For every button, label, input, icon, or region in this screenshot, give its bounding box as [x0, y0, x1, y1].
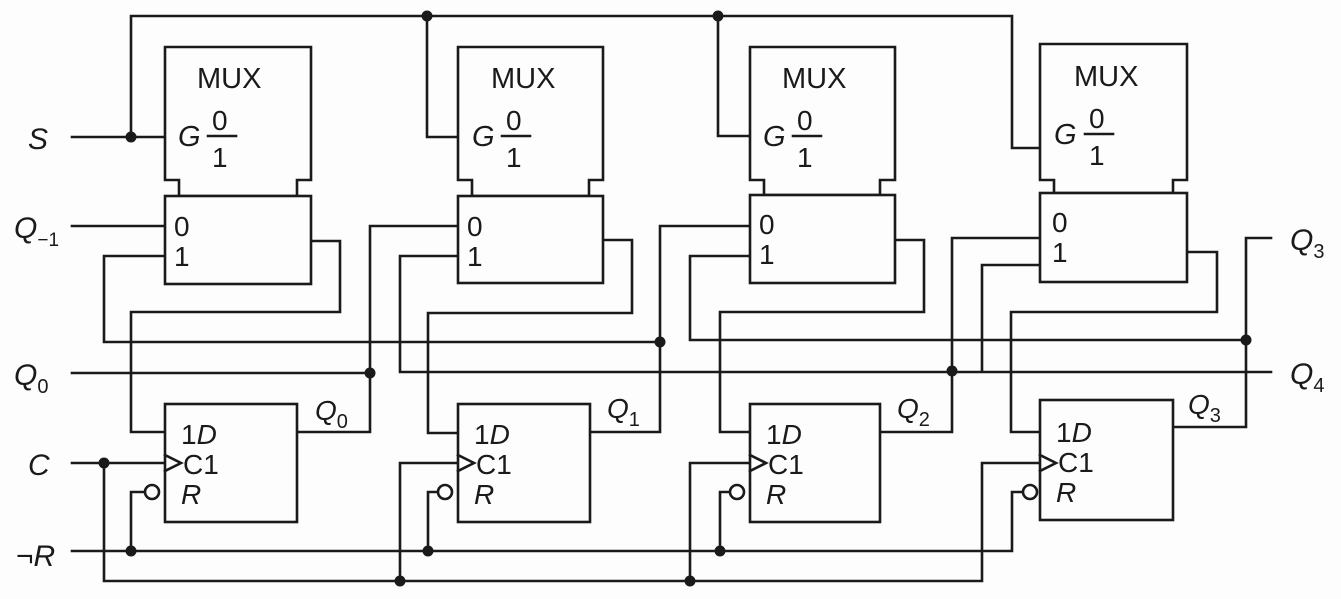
cell1-wires [102, 224, 661, 434]
flipflop-2-text: 1D C1 R Q1 [474, 393, 640, 510]
mux-block-2 [456, 45, 605, 285]
cell3-wires [688, 236, 1248, 434]
mux-g-top: 0 [797, 105, 813, 136]
junction-dot [1240, 334, 1252, 346]
mux-in1: 1 [759, 239, 775, 270]
ff-c-label: C1 [768, 449, 804, 480]
label-q0: Q0 [14, 359, 48, 398]
mux-title: MUX [491, 63, 555, 95]
junction-dot [422, 545, 434, 557]
junction-dot [421, 10, 433, 22]
junction-dot [654, 336, 666, 348]
ff-c-label: C1 [476, 449, 512, 480]
mux-g-bottom: 1 [1089, 140, 1105, 171]
flipflop-4-text: 1D C1 R Q3 [1056, 389, 1221, 508]
flipflop-1-text: 1D C1 R Q0 [181, 395, 348, 510]
mux-g-label: G [178, 121, 201, 153]
mux-g-label: G [472, 121, 495, 153]
mux-g-label: G [1054, 119, 1077, 151]
label-s: S [28, 123, 48, 156]
mux-in0: 0 [174, 211, 190, 242]
junction-dot [394, 575, 406, 587]
ff-q-out: Q3 [1188, 389, 1221, 427]
mux-2-text: MUX G 0 1 0 1 [467, 63, 555, 272]
mux-1-text: MUX G 0 1 0 1 [174, 63, 261, 272]
junction-dot [714, 545, 726, 557]
mux-title: MUX [1074, 61, 1138, 93]
flipflop-3 [728, 402, 882, 524]
mux-in0: 0 [1052, 207, 1068, 238]
junction-dot [98, 457, 110, 469]
junction-dot [125, 545, 137, 557]
flipflop-1 [143, 402, 299, 524]
mux-in1: 1 [174, 241, 190, 272]
mux-g-label: G [763, 121, 786, 153]
ff-d-label: 1D [474, 419, 510, 450]
label-not-r: ¬R [16, 540, 55, 573]
label-q4-output: Q4 [1290, 358, 1324, 397]
ff-d-label: 1D [1056, 417, 1092, 448]
flipflop-4 [1021, 398, 1175, 522]
junction-dot [125, 131, 137, 143]
mux-in1: 1 [467, 241, 483, 272]
cell4-wires [980, 236, 1273, 434]
ff-q-out: Q0 [315, 395, 348, 433]
mux-in0: 0 [467, 211, 483, 242]
flipflop-2 [436, 402, 592, 524]
mux-title: MUX [197, 63, 261, 95]
ff-r-label: R [1056, 477, 1076, 508]
mux-g-top: 0 [212, 105, 228, 136]
ff-r-label: R [474, 479, 494, 510]
ff-d-label: 1D [181, 419, 217, 450]
mux-g-bottom: 1 [506, 142, 522, 173]
mux-g-bottom: 1 [212, 142, 228, 173]
mux-in0: 0 [759, 209, 775, 240]
ff-c-label: C1 [183, 449, 219, 480]
s-bus-wires [70, 14, 1042, 150]
mux-in1: 1 [1052, 237, 1068, 268]
ff-c-label: C1 [1058, 447, 1094, 478]
mux-title: MUX [782, 63, 846, 95]
label-q3-output: Q3 [1290, 224, 1324, 263]
clock-bus-wires [70, 461, 1042, 583]
cell2-wires [398, 224, 1273, 435]
label-q-minus1: Q−1 [14, 212, 59, 251]
ff-d-label: 1D [766, 419, 802, 450]
mux-block-4 [1038, 42, 1189, 284]
mux-g-top: 0 [506, 105, 522, 136]
mux-block-1 [163, 45, 313, 286]
flipflop-3-text: 1D C1 R Q2 [766, 393, 930, 510]
label-c: C [28, 449, 50, 482]
mux-block-3 [748, 45, 897, 285]
junction-dot [364, 367, 376, 379]
ff-q-out: Q1 [607, 393, 640, 431]
junction-dot [684, 575, 696, 587]
junction-dot [946, 365, 958, 377]
junction-dot [712, 10, 724, 22]
mux-g-bottom: 1 [797, 142, 813, 173]
mux-4-text: MUX G 0 1 0 1 [1052, 61, 1138, 268]
mux-g-top: 0 [1089, 103, 1105, 134]
ff-q-out: Q2 [897, 393, 930, 431]
ff-r-label: R [766, 479, 786, 510]
ff-r-label: R [181, 479, 201, 510]
mux-3-text: MUX G 0 1 0 1 [759, 63, 846, 270]
